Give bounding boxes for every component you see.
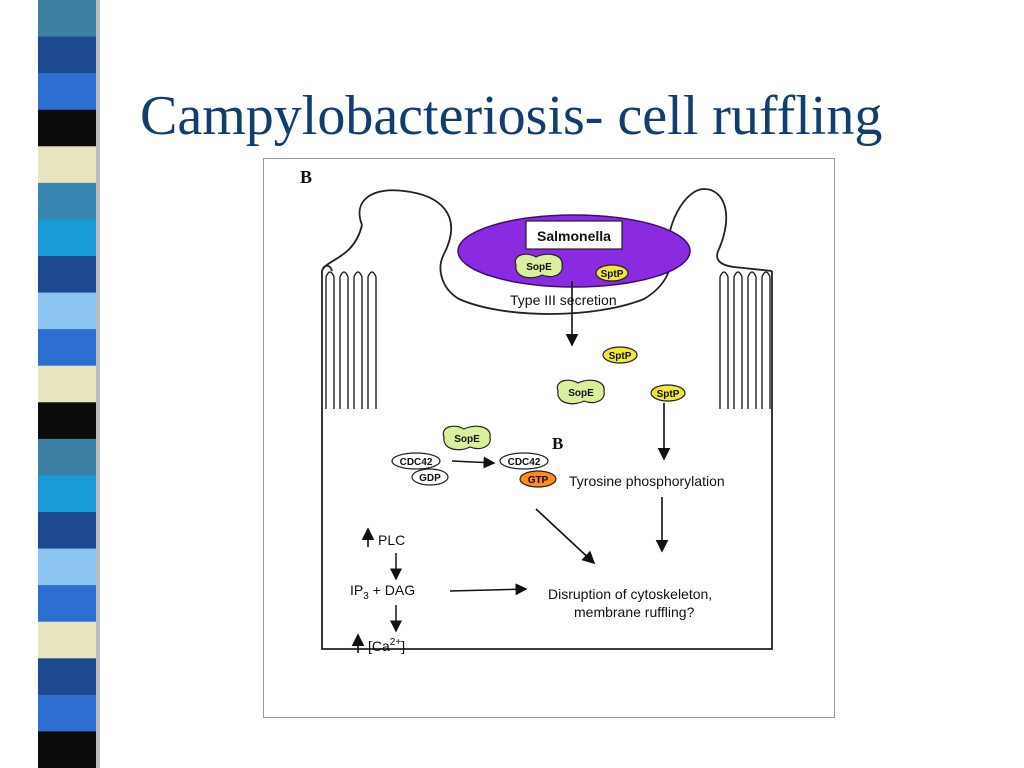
strip-block (38, 731, 96, 768)
ip3-subscript: 3 (363, 591, 369, 602)
ca-text: [Ca (368, 638, 390, 654)
strip-block (38, 438, 96, 476)
sptp-cytoplasm-1 (602, 346, 638, 364)
disruption-line-1: Disruption of cytoskeleton, (548, 586, 712, 602)
strip-block (38, 694, 96, 732)
gdp-label: GDP (419, 473, 441, 484)
ca-close: ] (401, 638, 405, 654)
strip-block (38, 621, 96, 659)
slide-title: Campylobacteriosis- cell ruffling (140, 85, 883, 147)
strip-block (38, 402, 96, 440)
gdp-to-gtp-arrow (451, 456, 496, 469)
decorative-color-strip (38, 0, 100, 768)
sptp-label-1: SptP (601, 269, 624, 280)
gdp-nucleotide (411, 468, 449, 486)
strip-block (38, 256, 96, 294)
sope-cytoplasm-2 (442, 425, 491, 451)
cdc42-label-2: CDC42 (508, 457, 541, 468)
sope-label-1: SopE (526, 262, 552, 273)
strip-block (38, 109, 96, 147)
plc-label: PLC (378, 532, 405, 548)
strip-block (38, 182, 96, 220)
cell-ruffling-diagram: B Salmonella SopE SptP Type III secretio… (300, 167, 773, 654)
sope-in-bacterium (514, 253, 563, 279)
right-microvilli (719, 271, 771, 409)
strip-block (38, 36, 96, 74)
sptp-label-3: SptP (657, 389, 680, 400)
strip-block (38, 292, 96, 330)
sptp-cytoplasm-2 (650, 384, 686, 402)
strip-shadow (96, 0, 100, 768)
disruption-line-2: membrane ruffling? (574, 604, 695, 620)
b-marker: B (552, 434, 563, 453)
cdc42-gdp-protein (391, 452, 441, 470)
panel-letter: B (300, 167, 312, 187)
strip-block (38, 475, 96, 513)
dag-text: + DAG (369, 582, 415, 598)
strip-block (38, 146, 96, 184)
strip-block (38, 329, 96, 367)
gtp-to-disruption-arrow (535, 508, 596, 565)
strip-block (38, 0, 96, 38)
diagram-frame: B Salmonella SopE SptP Type III secretio… (263, 158, 835, 718)
calcium-label: [Ca2+] (368, 637, 405, 654)
strip-block (38, 658, 96, 696)
strip-block (38, 73, 96, 111)
strip-block (38, 512, 96, 550)
salmonella-label: Salmonella (537, 228, 611, 244)
sope-label-3: SopE (454, 434, 480, 445)
cell-left-ruffle (321, 224, 363, 272)
sptp-label-2: SptP (609, 351, 632, 362)
sope-label-2: SopE (568, 388, 594, 399)
strip-block (38, 365, 96, 403)
sope-cytoplasm-1 (556, 379, 605, 405)
ip3-text: IP (350, 582, 363, 598)
gtp-label: GTP (528, 475, 549, 486)
cdc42-label-1: CDC42 (400, 457, 433, 468)
cdc42-gtp-protein (499, 452, 549, 470)
tyrosine-phosphorylation-label: Tyrosine phosphorylation (569, 473, 725, 489)
ip3-dag-to-disruption-arrow (449, 583, 528, 596)
ip3-dag-label: IP3 + DAG (350, 582, 415, 602)
type-iii-secretion-label: Type III secretion (510, 292, 617, 308)
ca-superscript: 2+ (390, 637, 402, 648)
salmonella-label-box (525, 220, 623, 250)
strip-block (38, 585, 96, 623)
gtp-nucleotide (519, 470, 557, 488)
strip-block (38, 548, 96, 586)
sptp-in-bacterium (595, 264, 629, 282)
left-microvilli (325, 271, 377, 409)
strip-block (38, 219, 96, 257)
